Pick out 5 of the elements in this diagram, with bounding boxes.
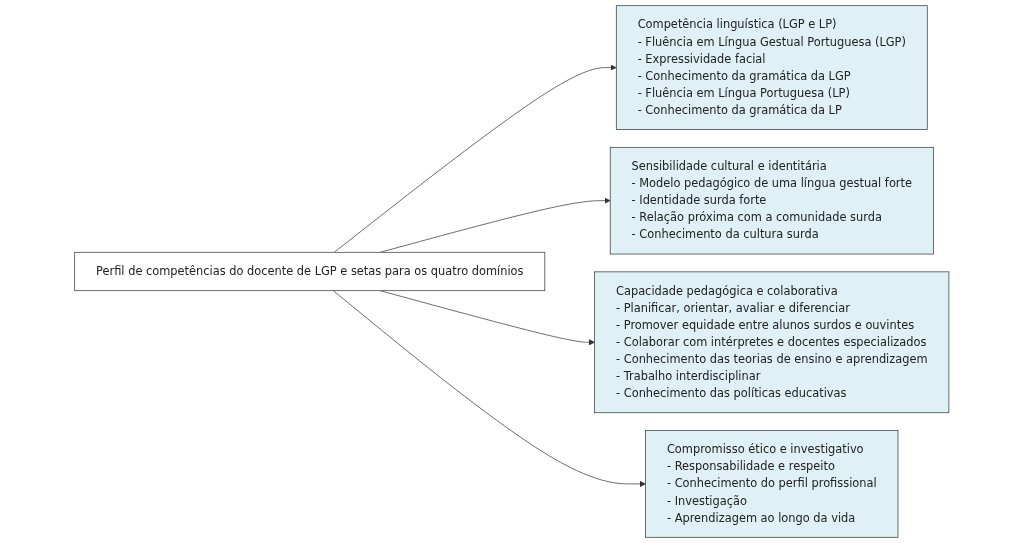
node-box: Compromisso ético e investigativo - Responsabilidade e respeito - Conhecimento do perfil profissional - Investigação - Aprendizagem ao longo da vida (645, 430, 899, 538)
node-box: Sensibilidade cultural e identitária - Modelo pedagógico de uma língua gestual forte - Identidade surda forte - Relação próxima com a comunidade surda - Conhecimento da cultura surda (610, 146, 934, 255)
node-box: Competência linguística (LGP e LP) - Fluência em Língua Gestual Portuguesa (LGP) - Expressividade facial - Conhecimento da gramática da LGP - Fluência em Língua Portuguesa (LP) - Conhecimento da gramática da LP (616, 5, 928, 130)
node-box: Capacidade pedagógica e colaborativa - Planificar, orientar, avaliar e diferenciar - Promover equidade entre alunos surdos e ouvintes - Colaborar com intérpretes e docentes especializados - Conhecimento das teorias de ensino e aprendizagem - Trabalho interdisciplinar - Conhecimento das políticas educativas (594, 271, 950, 414)
node-box: Perfil de competências do docente de LGP e setas para os quatro domínios (74, 251, 546, 292)
